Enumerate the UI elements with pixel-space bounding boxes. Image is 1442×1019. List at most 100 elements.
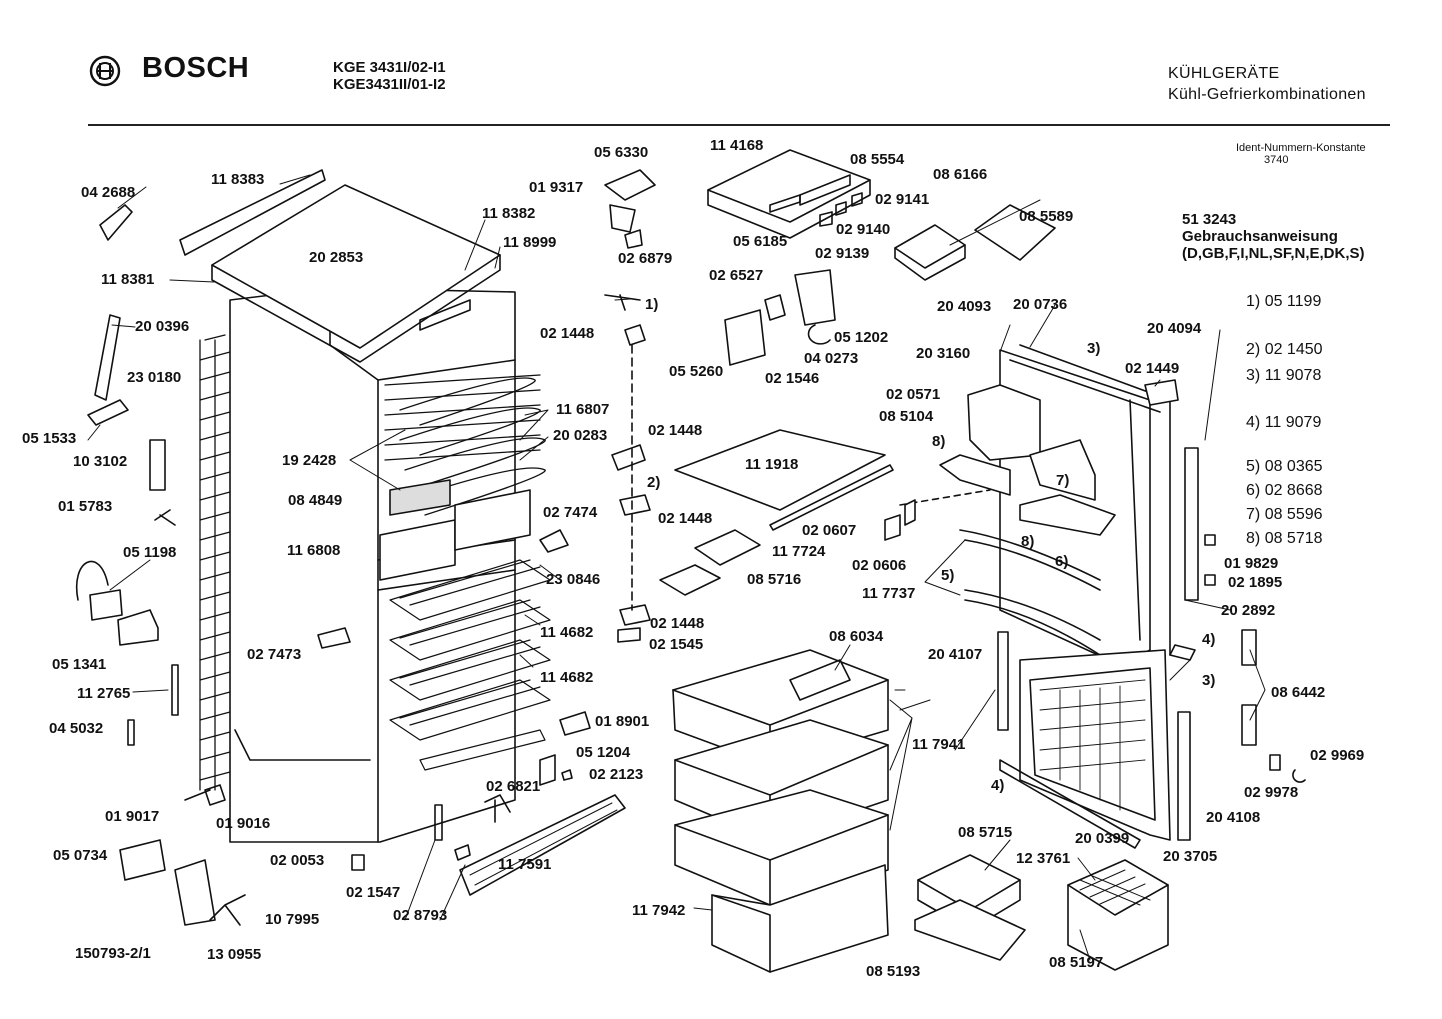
part-label: 20 4108 — [1206, 809, 1261, 826]
part-label: 01 8901 — [595, 713, 650, 730]
part-label: 05 1341 — [52, 656, 107, 673]
bracket-icon — [904, 499, 916, 526]
footnote-item: 2) 02 1450 — [1246, 341, 1323, 358]
part-label: 11 6807 — [556, 401, 610, 418]
glass-shelf — [659, 429, 894, 596]
part-label: 11 8382 — [482, 205, 536, 222]
part-label: 3) — [1202, 672, 1216, 689]
manual-languages: (D,GB,F,I,NL,SF,N,E,DK,S) — [1182, 245, 1365, 262]
freezer-wire-shelves — [389, 559, 551, 771]
footnote-item: 1) 05 1199 — [1246, 293, 1322, 310]
part-label: 02 2123 — [589, 766, 644, 783]
part-label: 11 6808 — [287, 542, 341, 559]
manual-reference: 51 3243 Gebrauchsanweisung (D,GB,F,I,NL,… — [1182, 211, 1365, 262]
part-label: 02 1547 — [346, 884, 401, 901]
part-label: 20 4094 — [1147, 320, 1202, 337]
part-label: 20 2853 — [309, 249, 364, 266]
part-label: 20 3160 — [916, 345, 971, 362]
cabinet-body — [229, 287, 516, 843]
condenser-coil — [199, 334, 231, 791]
ident-code: 3740 — [1264, 154, 1289, 166]
part-label: 01 9016 — [216, 815, 271, 832]
bosch-armature-logo-icon — [89, 55, 121, 87]
part-label: 04 5032 — [49, 720, 104, 737]
part-label: 4) — [991, 777, 1005, 794]
part-label: 4) — [1202, 631, 1216, 648]
part-label: 02 0606 — [852, 557, 907, 574]
part-label: 10 7995 — [265, 911, 320, 928]
part-label: 05 1533 — [22, 430, 77, 447]
part-label: 11 8383 — [211, 171, 265, 188]
part-label: 08 6034 — [829, 628, 884, 645]
ident-constant: Ident-Nummern-Konstante 3740 — [1236, 142, 1366, 166]
category-title: KÜHLGERÄTE — [1168, 65, 1280, 82]
footnote-item: 7) 08 5596 — [1246, 506, 1323, 523]
part-label: 8) — [1021, 533, 1035, 550]
part-label: 02 0053 — [270, 852, 325, 869]
part-label: 05 1204 — [576, 744, 631, 761]
part-label: 19 2428 — [282, 452, 337, 469]
footnote-item: 4) 11 9079 — [1246, 414, 1322, 431]
part-label: 11 7591 — [498, 856, 552, 873]
model-number: KGE 3431I/02-I1 — [333, 59, 446, 76]
part-label: 02 9139 — [815, 245, 870, 262]
part-label: 02 7473 — [247, 646, 302, 663]
part-label: 08 5193 — [866, 963, 921, 980]
part-label: 02 1448 — [658, 510, 713, 527]
part-label: 05 0734 — [53, 847, 108, 864]
part-label: 7) — [1056, 472, 1070, 489]
header-divider — [88, 124, 1390, 126]
leader-lines — [87, 174, 1266, 961]
part-label: 02 1545 — [649, 636, 704, 653]
part-label: 20 3705 — [1163, 848, 1218, 865]
part-label: 20 0283 — [553, 427, 608, 444]
part-label: 23 0180 — [127, 369, 182, 386]
category-heading: KÜHLGERÄTE Kühl-Gefrierkombinationen — [1168, 63, 1366, 105]
part-label: 02 9140 — [836, 221, 891, 238]
freezer-drawers — [672, 649, 889, 973]
part-label: 8) — [932, 433, 946, 450]
part-label: 11 2765 — [77, 685, 131, 702]
top-cover — [179, 169, 501, 363]
part-label: 10 3102 — [73, 453, 128, 470]
part-label: 12 3761 — [1016, 850, 1071, 867]
hinge-hardware — [317, 169, 656, 871]
part-label: 11 7942 — [632, 902, 686, 919]
part-label: 20 0399 — [1075, 830, 1130, 847]
part-label: 20 4107 — [928, 646, 983, 663]
part-label: 08 5104 — [879, 408, 934, 425]
model-number: KGE3431II/01-I2 — [333, 76, 446, 93]
part-label: 02 0607 — [802, 522, 857, 539]
part-label: 3) — [1087, 340, 1101, 357]
document-number: 150793-2/1 — [75, 945, 151, 962]
part-label: 02 6821 — [486, 778, 541, 795]
part-label: 02 6879 — [618, 250, 673, 267]
part-label: 11 4682 — [540, 669, 594, 686]
part-label: 11 8999 — [503, 234, 557, 251]
part-label: 01 5783 — [58, 498, 113, 515]
left-small-parts — [75, 204, 246, 926]
part-label: 05 1198 — [123, 544, 177, 561]
part-label: 02 7474 — [543, 504, 598, 521]
kick-plate-grille — [459, 794, 626, 896]
part-label: 20 2892 — [1221, 602, 1276, 619]
part-label: 5) — [941, 567, 955, 584]
part-label: 05 5260 — [669, 363, 724, 380]
manual-number: 51 3243 — [1182, 211, 1237, 228]
part-label: 23 0846 — [546, 571, 601, 588]
part-label: 11 7724 — [772, 543, 826, 560]
part-label: 02 1448 — [650, 615, 705, 632]
part-label: 02 8793 — [393, 907, 448, 924]
part-label: 08 5716 — [747, 571, 802, 588]
part-label: 6) — [1055, 553, 1069, 570]
inner-trays — [379, 479, 531, 581]
part-label: 02 9978 — [1244, 784, 1299, 801]
part-label: 05 1202 — [834, 329, 889, 346]
part-label: 02 1448 — [540, 325, 595, 342]
part-label: 11 1918 — [745, 456, 799, 473]
part-label: 01 9017 — [105, 808, 160, 825]
part-label: 01 9317 — [529, 179, 584, 196]
part-label: 08 5589 — [1019, 208, 1074, 225]
part-label: 2) — [647, 474, 661, 491]
